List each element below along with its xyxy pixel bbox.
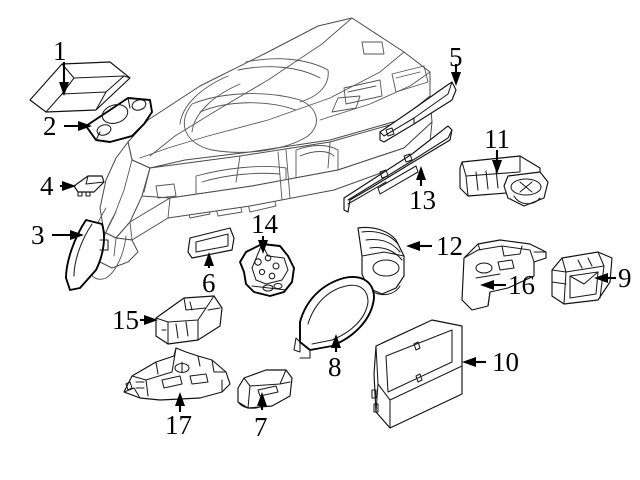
part-2-shape bbox=[85, 97, 153, 143]
part-11-shape bbox=[459, 155, 549, 207]
part-1-shape bbox=[29, 61, 131, 113]
dashboard-assembly bbox=[87, 17, 433, 280]
callout-label-17[interactable]: 17 bbox=[165, 410, 192, 440]
callout-label-9[interactable]: 9 bbox=[618, 263, 632, 293]
callout-label-11[interactable]: 11 bbox=[484, 124, 510, 154]
part-7-shape bbox=[237, 369, 293, 409]
part-5-shape bbox=[379, 81, 457, 143]
part-3-shape bbox=[65, 219, 109, 291]
part-6-shape bbox=[187, 227, 235, 259]
part-16-shape bbox=[461, 239, 547, 311]
part-14-shape bbox=[239, 243, 295, 297]
part-15-shape bbox=[155, 295, 223, 345]
callout-label-4[interactable]: 4 bbox=[40, 171, 54, 201]
part-10-shape bbox=[371, 319, 463, 429]
callout-label-12[interactable]: 12 bbox=[436, 231, 463, 261]
callout-label-15[interactable]: 15 bbox=[112, 305, 139, 335]
callout-label-16[interactable]: 16 bbox=[508, 270, 535, 300]
part-17-shape bbox=[123, 347, 231, 401]
part-9-shape bbox=[551, 251, 613, 305]
part-13-shape bbox=[343, 125, 453, 213]
callout-label-3[interactable]: 3 bbox=[31, 220, 45, 250]
callout-label-10[interactable]: 10 bbox=[492, 347, 519, 377]
callout-label-6[interactable]: 6 bbox=[202, 268, 216, 298]
callout-label-13[interactable]: 13 bbox=[409, 185, 436, 215]
callout-label-7[interactable]: 7 bbox=[254, 412, 268, 442]
callout-label-14[interactable]: 14 bbox=[251, 209, 278, 239]
part-4-shape bbox=[73, 175, 105, 197]
part-8-shape bbox=[293, 276, 375, 359]
callout-label-5[interactable]: 5 bbox=[449, 42, 463, 72]
callout-leaders bbox=[52, 62, 616, 412]
callout-label-1[interactable]: 1 bbox=[53, 36, 67, 66]
callout-label-8[interactable]: 8 bbox=[328, 352, 342, 382]
callout-label-2[interactable]: 2 bbox=[43, 111, 57, 141]
